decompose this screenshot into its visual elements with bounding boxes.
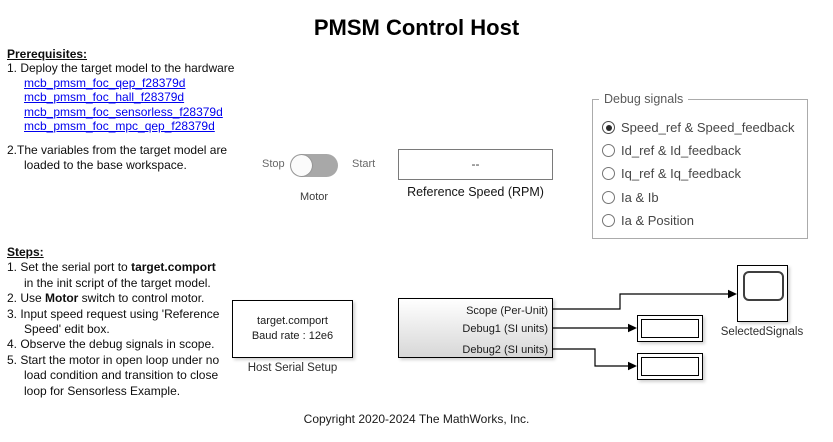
step-line: 1. Set the serial port to target.comport — [7, 260, 216, 275]
page-title: PMSM Control Host — [313, 15, 520, 40]
radio-button-icon[interactable] — [602, 144, 615, 158]
debug-signals-legend: Debug signals — [599, 92, 689, 106]
steps-lines: 1. Set the serial port to target.comport… — [7, 260, 219, 399]
switch-knob-icon[interactable] — [291, 155, 312, 176]
scope-screen-icon — [743, 271, 784, 301]
radio-button-icon[interactable] — [602, 213, 615, 227]
output-port-label: Debug2 (SI units) — [462, 344, 548, 356]
radio-option[interactable]: Iq_ref & Iq_feedback — [593, 162, 807, 185]
step-line: 2. Use Motor switch to control motor. — [7, 291, 205, 306]
serial-comport-text: target.comport — [257, 315, 328, 327]
step-line: load condition and transition to close — [24, 368, 219, 383]
copyright-text: Copyright 2020-2024 The MathWorks, Inc. — [303, 412, 530, 426]
radio-button-icon[interactable] — [602, 190, 615, 204]
scope-block[interactable] — [737, 265, 788, 322]
output-port-label: Debug1 (SI units) — [462, 323, 548, 335]
prerequisites-section: Prerequisites: 1. Deploy the target mode… — [7, 47, 234, 172]
radio-option-label: Ia & Ib — [621, 189, 659, 205]
prerequisites-item2-line1: 2.The variables from the target model ar… — [7, 143, 228, 158]
radio-option[interactable]: Ia & Position — [593, 209, 807, 232]
debug-signals-group: Debug signals Speed_ref & Speed_feedback… — [592, 92, 808, 239]
debug-output-subsystem-block[interactable]: Scope (Per-Unit) Debug1 (SI units) Debug2 … — [398, 298, 553, 358]
step-line: in the init script of the target model. — [24, 275, 211, 290]
prereq-model-link[interactable]: mcb_pmsm_foc_qep_f28379d — [24, 75, 186, 90]
radio-button-icon[interactable] — [602, 167, 615, 181]
radio-option[interactable]: Id_ref & Id_feedback — [593, 139, 807, 162]
radio-option-label: Id_ref & Id_feedback — [621, 143, 741, 159]
host-serial-setup-label: Host Serial Setup — [247, 362, 338, 374]
steps-heading: Steps: — [7, 245, 44, 259]
prereq-model-link[interactable]: mcb_pmsm_foc_hall_f28379d — [24, 90, 185, 105]
steps-section: Steps: 1. Set the serial port to target.… — [7, 245, 219, 399]
step-line: Speed' edit box. — [24, 322, 110, 337]
radio-option[interactable]: Speed_ref & Speed_feedback — [593, 116, 807, 139]
prereq-model-link[interactable]: mcb_pmsm_foc_mpc_qep_f28379d — [24, 119, 215, 134]
display-value-area — [641, 319, 699, 338]
display-block-1[interactable] — [637, 315, 703, 342]
output-port-label: Scope (Per-Unit) — [466, 305, 548, 317]
display-value-area — [641, 357, 699, 376]
step-line: loop for Sensorless Example. — [24, 383, 181, 398]
prereq-model-link[interactable]: mcb_pmsm_foc_sensorless_f28379d — [24, 104, 223, 119]
radio-option-label: Iq_ref & Iq_feedback — [621, 166, 741, 182]
step-line: 4. Observe the debug signals in scope. — [7, 337, 215, 352]
radio-option-label: Speed_ref & Speed_feedback — [621, 120, 795, 136]
prerequisites-heading: Prerequisites: — [7, 47, 88, 61]
prerequisites-item1: 1. Deploy the target model to the hardwa… — [7, 61, 235, 76]
scope-block-label: SelectedSignals — [720, 326, 804, 338]
reference-speed-input[interactable]: -- — [398, 149, 553, 180]
host-serial-setup-block[interactable]: target.comport Baud rate : 12e6 — [232, 300, 353, 358]
step-line: 3. Input speed request using 'Reference — [7, 306, 220, 321]
step-line: 5. Start the motor in open loop under no — [7, 352, 220, 367]
switch-off-label: Stop — [262, 158, 285, 170]
switch-on-label: Start — [352, 158, 376, 170]
reference-speed-label: Reference Speed (RPM) — [407, 185, 544, 199]
motor-switch[interactable] — [290, 154, 338, 177]
prerequisites-item2-line2: loaded to the base workspace. — [24, 157, 187, 172]
motor-switch-label: Motor — [299, 191, 329, 203]
radio-option-label: Ia & Position — [621, 212, 694, 228]
display-block-2[interactable] — [637, 353, 703, 380]
serial-baudrate-text: Baud rate : 12e6 — [251, 330, 334, 342]
radio-button-icon[interactable] — [602, 121, 615, 135]
radio-option[interactable]: Ia & Ib — [593, 186, 807, 209]
